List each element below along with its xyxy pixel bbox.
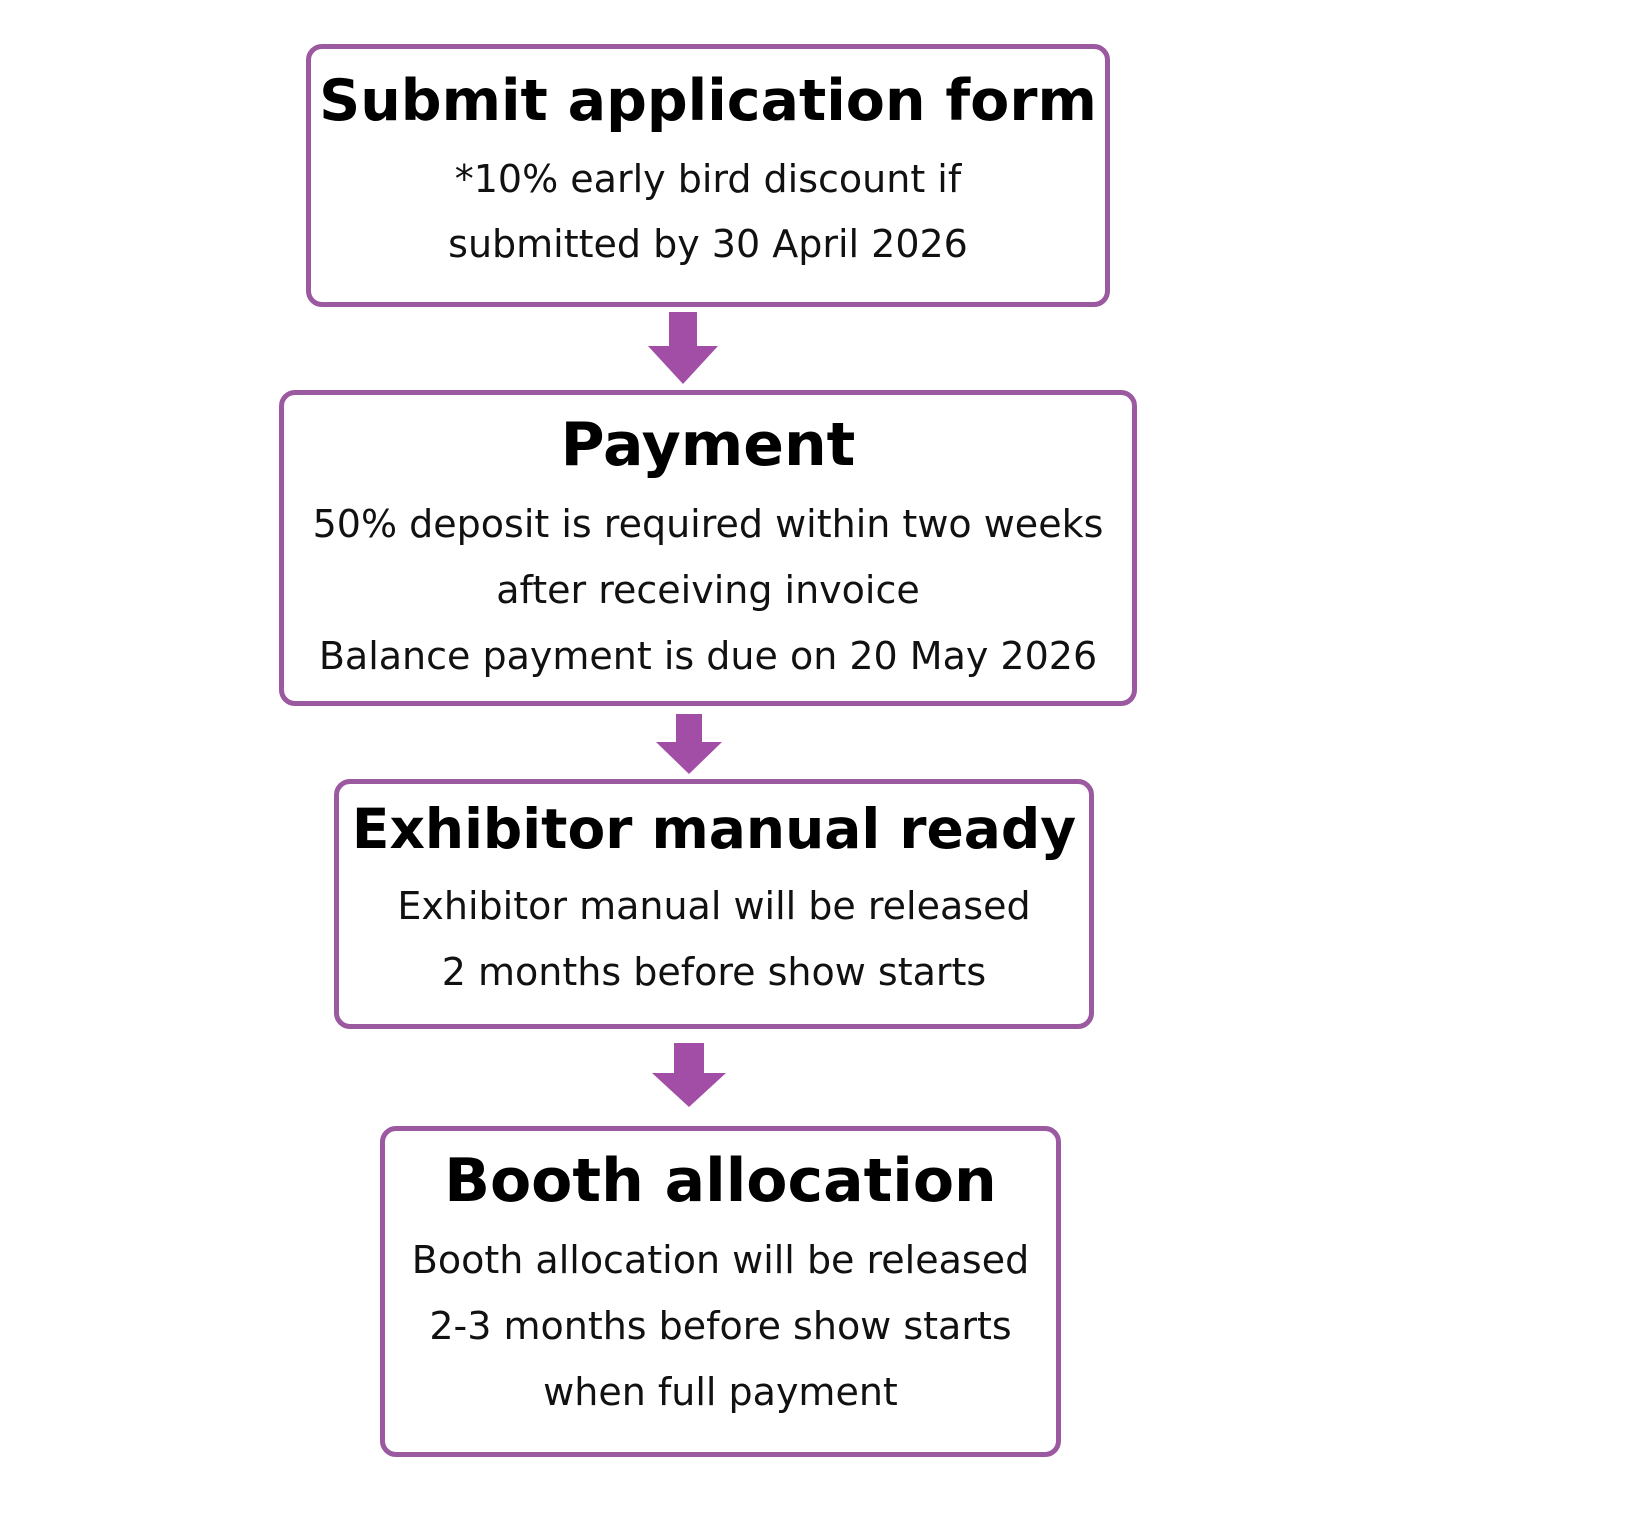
step-detail: Balance payment is due on 20 May 2026 — [318, 634, 1098, 678]
step-detail: when full payment — [543, 1370, 898, 1414]
arrow-down-icon — [652, 1043, 726, 1107]
step-title: Booth allocation — [444, 1146, 997, 1216]
step-detail: 50% deposit is required within two weeks — [312, 502, 1104, 546]
step-title: Payment — [560, 410, 856, 480]
step-exhibitor-manual: Exhibitor manual ready Exhibitor manual … — [334, 779, 1094, 1029]
step-detail: Booth allocation will be released — [411, 1238, 1030, 1282]
step-detail: 2-3 months before show starts — [429, 1304, 1012, 1348]
step-detail: after receiving invoice — [496, 568, 920, 612]
arrow-down-icon — [648, 312, 718, 384]
step-detail: *10% early bird discount if — [454, 157, 962, 201]
arrow-down-icon — [656, 714, 722, 774]
step-submit-application: Submit application form *10% early bird … — [306, 44, 1110, 307]
step-title: Submit application form — [319, 68, 1097, 134]
step-detail: 2 months before show starts — [441, 950, 987, 994]
step-booth-allocation: Booth allocation Booth allocation will b… — [380, 1126, 1061, 1457]
step-payment: Payment 50% deposit is required within t… — [279, 390, 1137, 706]
step-title: Exhibitor manual ready — [351, 797, 1077, 861]
step-detail: submitted by 30 April 2026 — [448, 222, 968, 266]
step-detail: Exhibitor manual will be released — [397, 884, 1031, 928]
